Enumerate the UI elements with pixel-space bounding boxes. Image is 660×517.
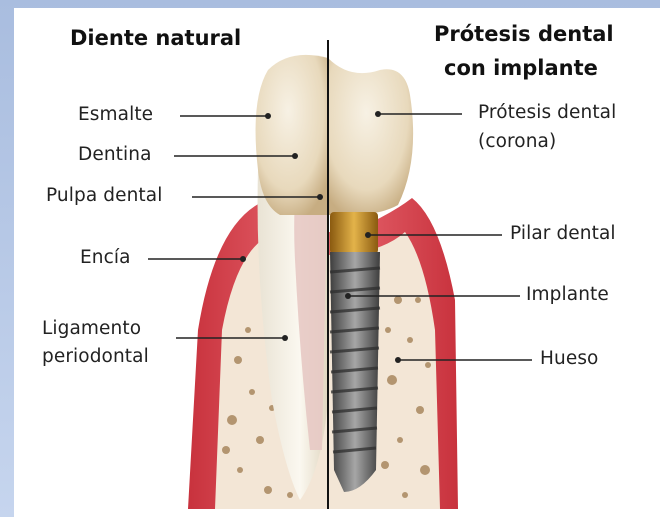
label-dentina: Dentina <box>78 144 152 165</box>
label-encia: Encía <box>80 247 131 268</box>
label-hueso: Hueso <box>540 348 598 369</box>
natural-crown <box>256 55 328 215</box>
label-protesis-line2: (corona) <box>478 131 556 152</box>
implant-crown <box>328 58 413 215</box>
label-protesis-line1: Prótesis dental <box>478 102 616 123</box>
label-esmalte: Esmalte <box>78 104 153 125</box>
title-natural-tooth: Diente natural <box>70 26 241 50</box>
abutment <box>330 212 378 254</box>
label-ligamento-line2: periodontal <box>42 346 149 367</box>
title-prosthesis-line1: Prótesis dental <box>434 22 614 46</box>
label-ligamento-line1: Ligamento <box>42 318 141 339</box>
label-pilar-dental: Pilar dental <box>510 223 616 244</box>
title-prosthesis-line2: con implante <box>444 56 598 80</box>
label-implante: Implante <box>526 284 609 305</box>
label-pulpa-dental: Pulpa dental <box>46 185 162 206</box>
